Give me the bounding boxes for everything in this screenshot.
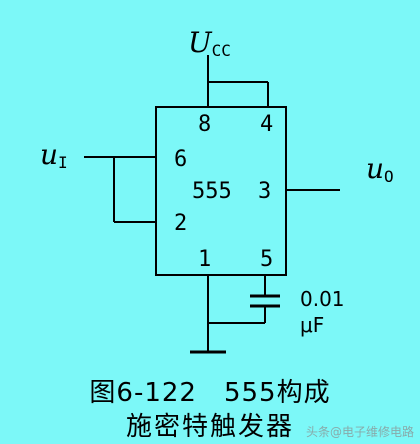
pin-4-label: 4: [260, 112, 273, 137]
pin-2-label: 2: [174, 211, 187, 236]
figure-caption-line2: 施密特触发器: [125, 412, 294, 442]
pin-1-label: 1: [198, 247, 211, 272]
uo-label: uO: [366, 152, 394, 186]
pin-8-label: 8: [198, 112, 211, 137]
pin-6-label: 6: [174, 147, 187, 172]
pin-5-label: 5: [260, 247, 273, 272]
pin-3-label: 3: [258, 179, 271, 204]
figure-caption-line1: 图6-122 555构成: [89, 378, 331, 408]
capacitor-unit: μF: [300, 313, 324, 337]
circuit-diagram: UCC uI uO 555 8 4 6 3 2 1 5 0.01 μF: [40, 26, 394, 354]
watermark: 头条@电子维修电路: [305, 425, 414, 439]
chip-label: 555: [192, 179, 232, 204]
ucc-label: UCC: [188, 26, 231, 60]
ui-label: uI: [40, 138, 68, 172]
capacitor-value: 0.01: [300, 287, 345, 311]
